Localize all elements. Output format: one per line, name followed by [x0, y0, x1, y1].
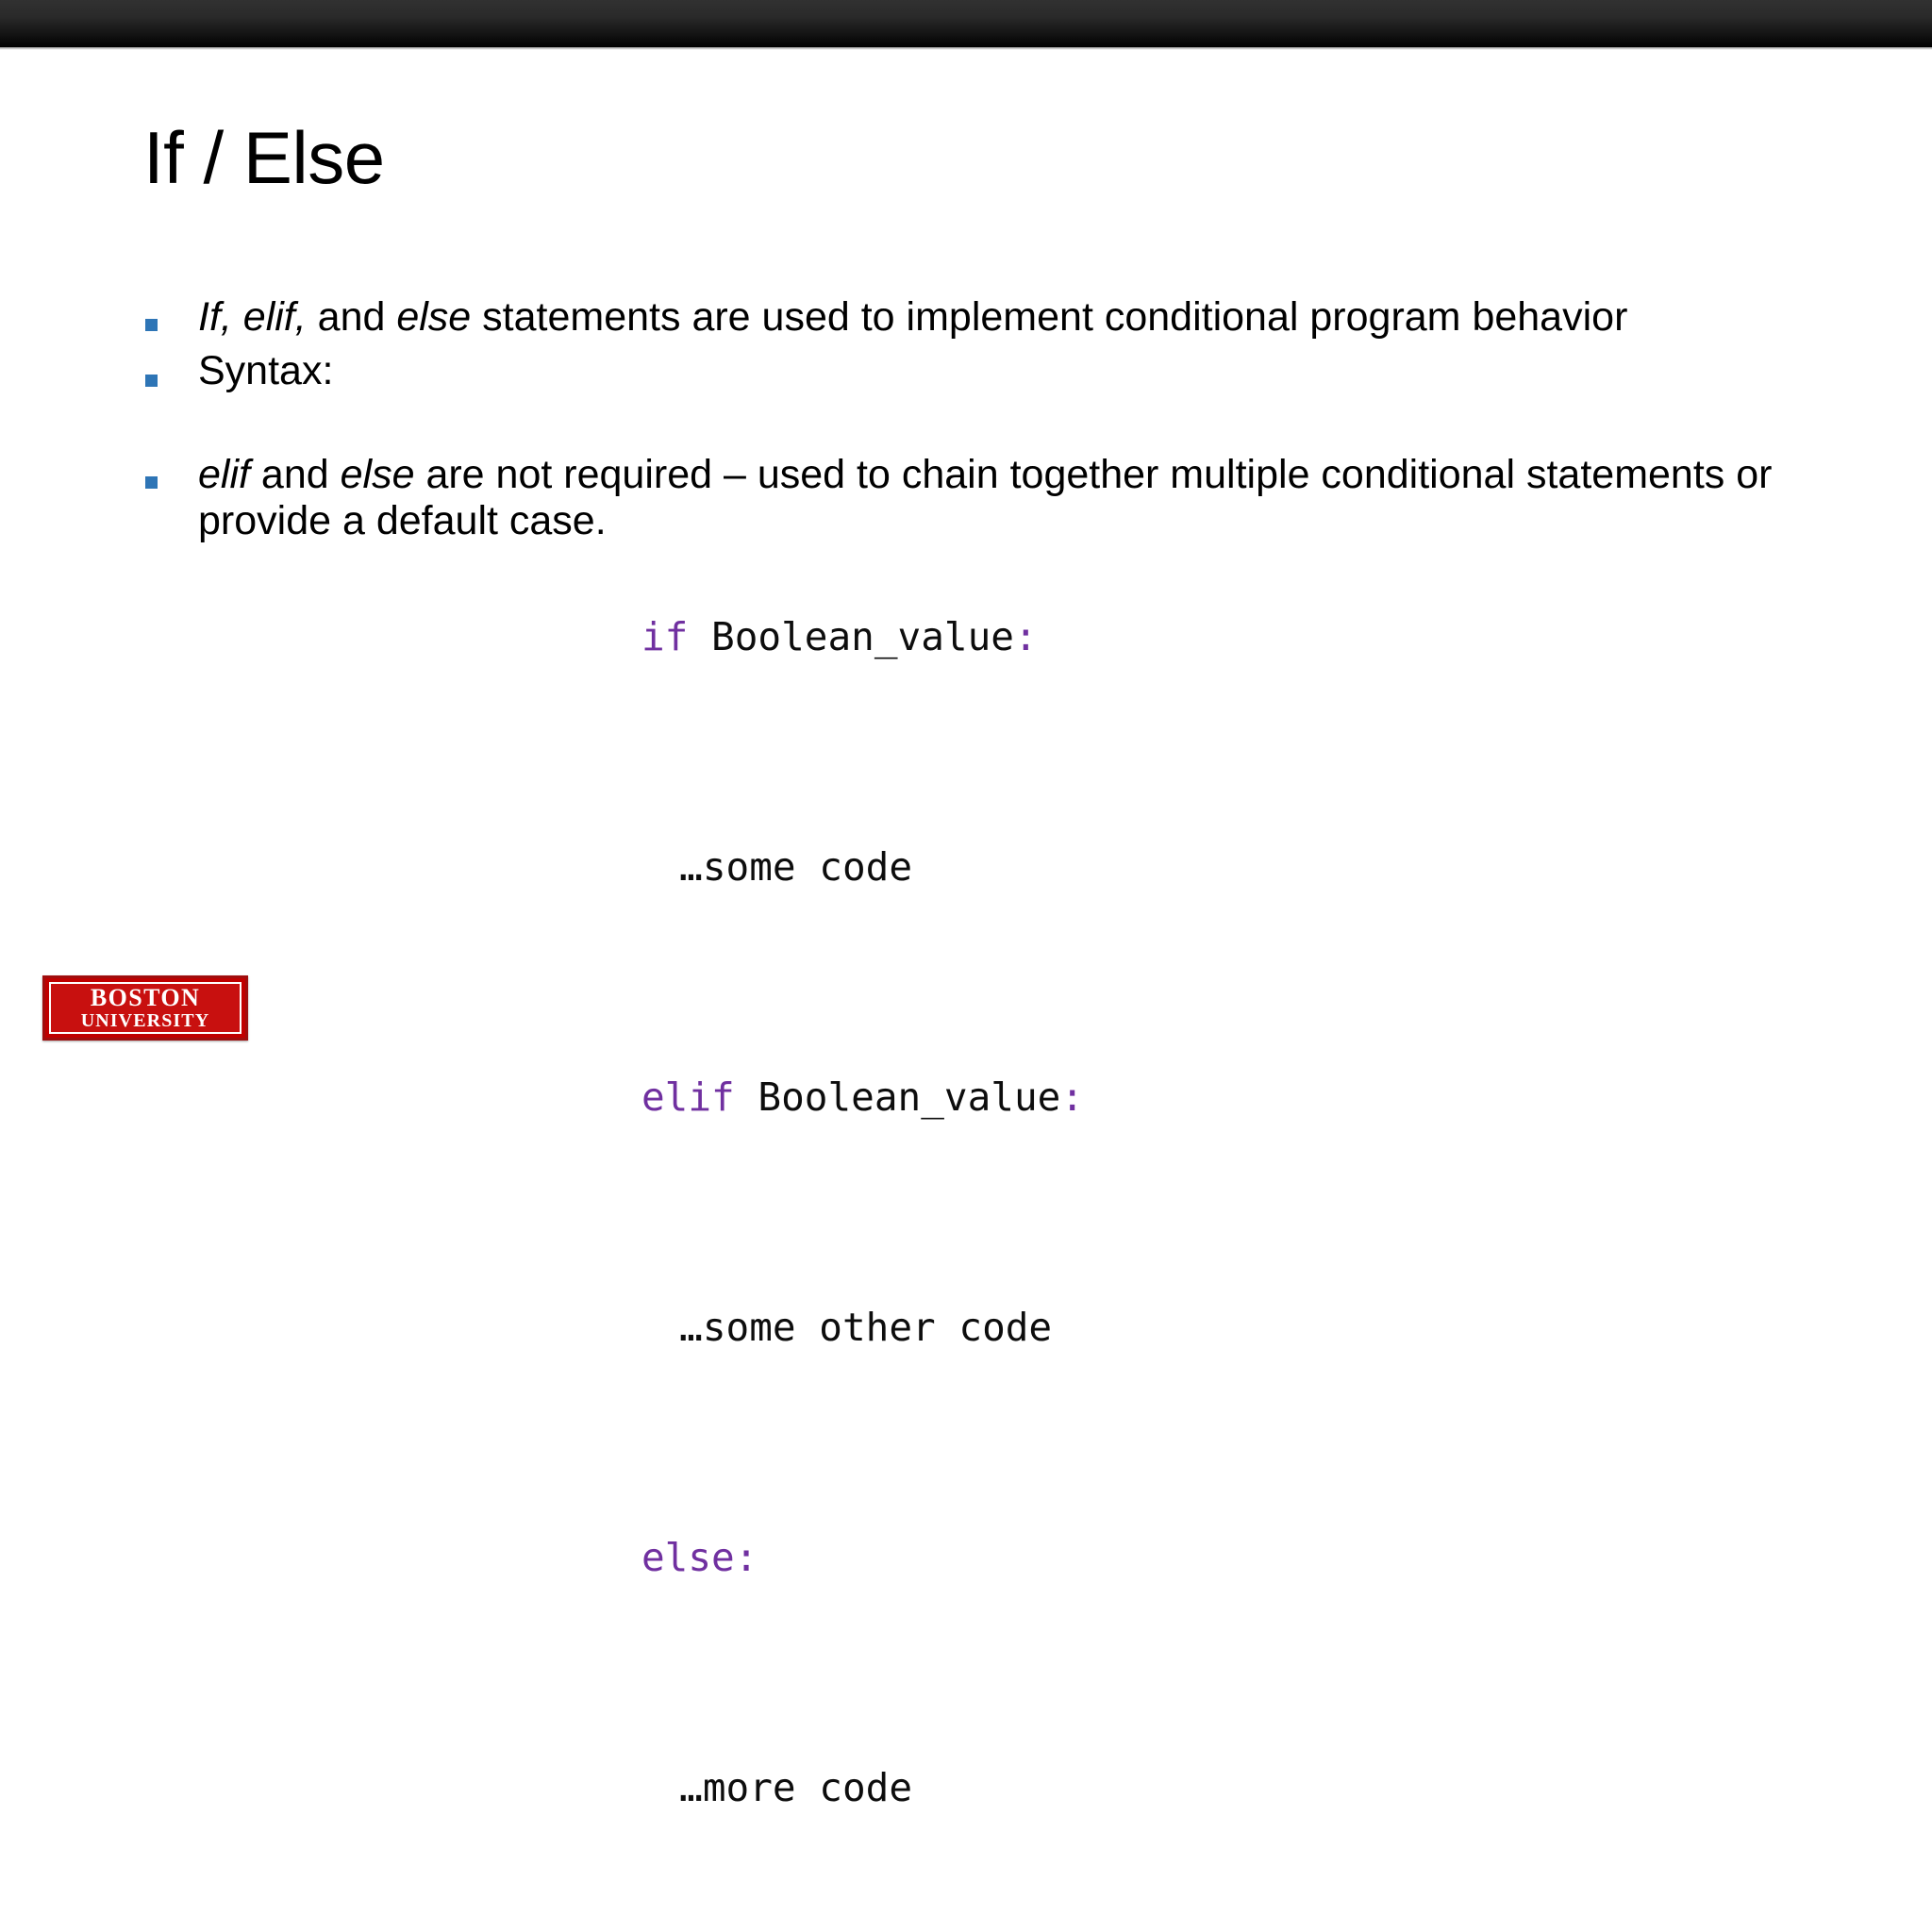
bullet-segment-em: else — [340, 452, 415, 498]
code-line: …more code — [641, 1759, 1084, 1817]
bullet-segment-em: else — [396, 294, 472, 340]
boston-university-logo: BOSTON UNIVERSITY — [42, 975, 248, 1041]
code-block-syntax-example: if Boolean_value: …some code elif Boolea… — [641, 436, 1084, 1932]
bullet-square-icon — [145, 476, 158, 490]
code-token-keyword: : — [1060, 1074, 1085, 1120]
logo-inner-frame: BOSTON UNIVERSITY — [49, 982, 242, 1034]
code-line: …some code — [641, 839, 1084, 896]
bullet-segment-plain: and — [249, 452, 341, 498]
bullet-segment-plain: Syntax: — [198, 347, 334, 393]
code-token-plain: Boolean_value — [688, 614, 1014, 659]
slide-body: If, elif, and else statements are used t… — [142, 294, 1802, 545]
bullet-segment-em: elif — [198, 452, 250, 498]
slide-top-band-highlight — [0, 47, 1932, 50]
code-token-plain: …some other code — [679, 1305, 1053, 1350]
code-line: …some other code — [641, 1299, 1084, 1357]
bullet-item-syntax: Syntax: — [142, 348, 1802, 394]
bullet-segment-plain: and — [306, 294, 397, 340]
bullet-text-syntax: Syntax: — [198, 348, 1802, 394]
code-token-keyword: elif — [641, 1074, 735, 1120]
code-token-plain: …more code — [679, 1765, 913, 1810]
code-token-plain: Boolean_value — [734, 1074, 1061, 1120]
logo-text-university: UNIVERSITY — [80, 1010, 210, 1031]
logo-text-boston: BOSTON — [90, 984, 201, 1011]
code-line: if Boolean_value: — [641, 608, 1084, 666]
bullet-item-conditional-intro: If, elif, and else statements are used t… — [142, 294, 1802, 341]
bullet-text-optional-clauses: elif and else are not required – used to… — [198, 452, 1802, 543]
bullet-square-icon — [145, 319, 158, 331]
bullet-segment-em: If, elif, — [198, 294, 307, 340]
slide-top-band — [0, 0, 1932, 47]
code-line: elif Boolean_value: — [641, 1069, 1084, 1126]
page-title: If / Else — [143, 116, 385, 199]
code-token-plain: …some code — [679, 844, 913, 890]
bullet-item-optional-clauses: elif and else are not required – used to… — [142, 452, 1802, 543]
code-token-keyword: if — [641, 614, 689, 659]
bullet-text-conditional-intro: If, elif, and else statements are used t… — [198, 294, 1802, 341]
bullet-segment-plain: statements are used to implement conditi… — [471, 294, 1628, 340]
bullet-square-icon — [145, 374, 158, 387]
bullet-segment-plain: are not required – used to chain togethe… — [198, 452, 1773, 543]
code-token-keyword: : — [1013, 614, 1038, 659]
code-token-keyword: else: — [641, 1535, 758, 1580]
code-line: else: — [641, 1529, 1084, 1587]
